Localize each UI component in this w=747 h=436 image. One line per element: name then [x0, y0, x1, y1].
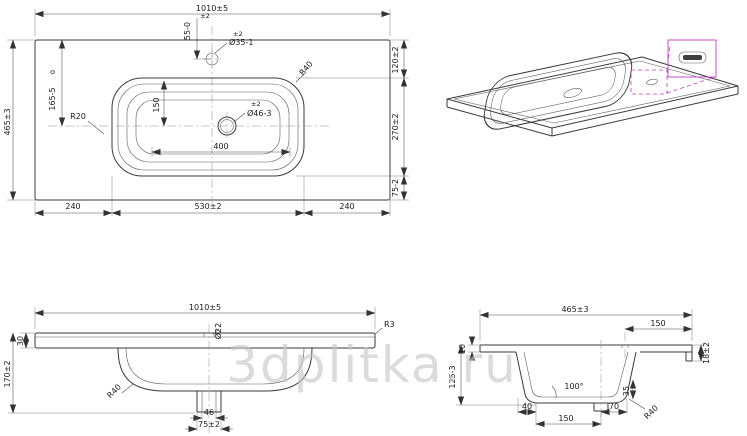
front-countertop-slab — [34, 332, 376, 349]
dim-hole-to-drain: 150 — [152, 97, 161, 112]
dim-front-width: 1010±5 — [189, 303, 221, 312]
iso-view — [446, 39, 739, 137]
dim-front-corner-radius: R40 — [105, 382, 123, 400]
dimension-lines-top-view — [7, 9, 409, 217]
countertop-outline — [34, 39, 391, 201]
iso-faucet-hole — [646, 78, 658, 86]
dim-hole-from-front: 150 — [650, 319, 665, 328]
dim-corner-r-outer: R40 — [298, 59, 315, 77]
dim-depth: 465±3 — [3, 108, 12, 135]
dim-corner-r-inner: R20 — [70, 112, 86, 121]
dim-basin-width: 530±2 — [194, 202, 221, 211]
front-basin-outer-profile — [117, 347, 313, 392]
dim-hole-dia-tol: ±2 — [233, 30, 243, 38]
dim-drain-offset-right: 70 — [609, 402, 619, 411]
dim-back-to-basin: 120±2 — [391, 46, 400, 73]
detail-overflow-slot — [678, 51, 707, 64]
dim-hole-offset: 55-0 — [183, 22, 192, 40]
dim-margin-left: 240 — [65, 202, 80, 211]
dim-edge-radius: R3 — [384, 320, 395, 329]
dim-overflow-dia: Ø22 — [213, 323, 223, 339]
dim-wall-angle: 100° — [564, 382, 583, 391]
front-basin-inner-profile — [125, 347, 305, 385]
dim-hole-offset-tol: ±2 — [200, 12, 210, 20]
dim-drain-outer-width: 75±2 — [198, 420, 220, 429]
detail-leader-line — [666, 76, 716, 94]
basin-rim — [111, 77, 305, 177]
dim-drain-offset-left: 40 — [522, 402, 532, 411]
dim-lip-height: 10 — [458, 344, 467, 354]
dimension-lines-front-view — [8, 307, 383, 433]
iso-basin — [483, 52, 633, 130]
dim-basin-to-front: 75-2 — [391, 179, 400, 197]
dim-drain-dia-tol: ±2 — [251, 100, 261, 108]
side-basin-outer-profile — [515, 351, 637, 404]
front-drain-stub — [196, 391, 222, 413]
detail-box — [667, 39, 717, 78]
side-faucet-hole — [621, 332, 629, 360]
watermark-text: 3dplitka.ru — [226, 336, 518, 394]
iso-drain-hole — [563, 88, 582, 98]
dim-total-height: 170±2 — [3, 360, 12, 387]
dim-side-depth: 465±3 — [561, 305, 588, 314]
dim-side-corner-radius: R40 — [642, 403, 660, 421]
side-view: 465±3 150 10 125-3 18±2 100° 35 40 150 7… — [448, 305, 711, 428]
iso-countertop-top-face — [446, 56, 739, 129]
top-view: 1010±5 ±2 55-0 ±2 Ø35-1 R40 465±3 0 165-… — [3, 4, 409, 217]
dim-basin-inner-width: 400 — [213, 142, 228, 151]
dim-drain-dia: Ø46-3 — [247, 108, 271, 118]
dim-top-thickness: 30 — [16, 336, 25, 346]
dim-bowl-depth: 125-3 — [448, 365, 457, 388]
dim-margin-right: 240 — [339, 202, 354, 211]
dim-ref-zero: 0 — [49, 70, 57, 74]
dim-top-width: 1010±5 — [196, 4, 228, 13]
side-countertop-slab — [479, 344, 693, 362]
dimension-labels-top-view: 1010±5 ±2 55-0 ±2 Ø35-1 R40 465±3 0 165-… — [3, 4, 400, 211]
dim-front-edge-height: 18±2 — [702, 342, 711, 364]
dim-wall-width: 35 — [622, 386, 631, 396]
iso-countertop-thickness — [446, 86, 739, 137]
front-overflow-hole — [203, 328, 220, 337]
detail-callout-region — [630, 69, 668, 95]
center-lines — [48, 26, 330, 208]
dimension-labels-side-view: 465±3 150 10 125-3 18±2 100° 35 40 150 7… — [448, 305, 711, 423]
side-basin-inner-profile — [523, 351, 629, 398]
dim-hole-dia: Ø35-1 — [229, 37, 253, 47]
detail-leader-line — [666, 43, 671, 73]
dim-drain-from-back: 165-5 — [48, 87, 57, 110]
dim-basin-depth: 270±2 — [391, 113, 400, 140]
dim-drain-span: 150 — [558, 414, 573, 423]
dim-drain-inner-width: 46 — [204, 408, 214, 417]
dimension-lines-side-view — [456, 309, 705, 428]
